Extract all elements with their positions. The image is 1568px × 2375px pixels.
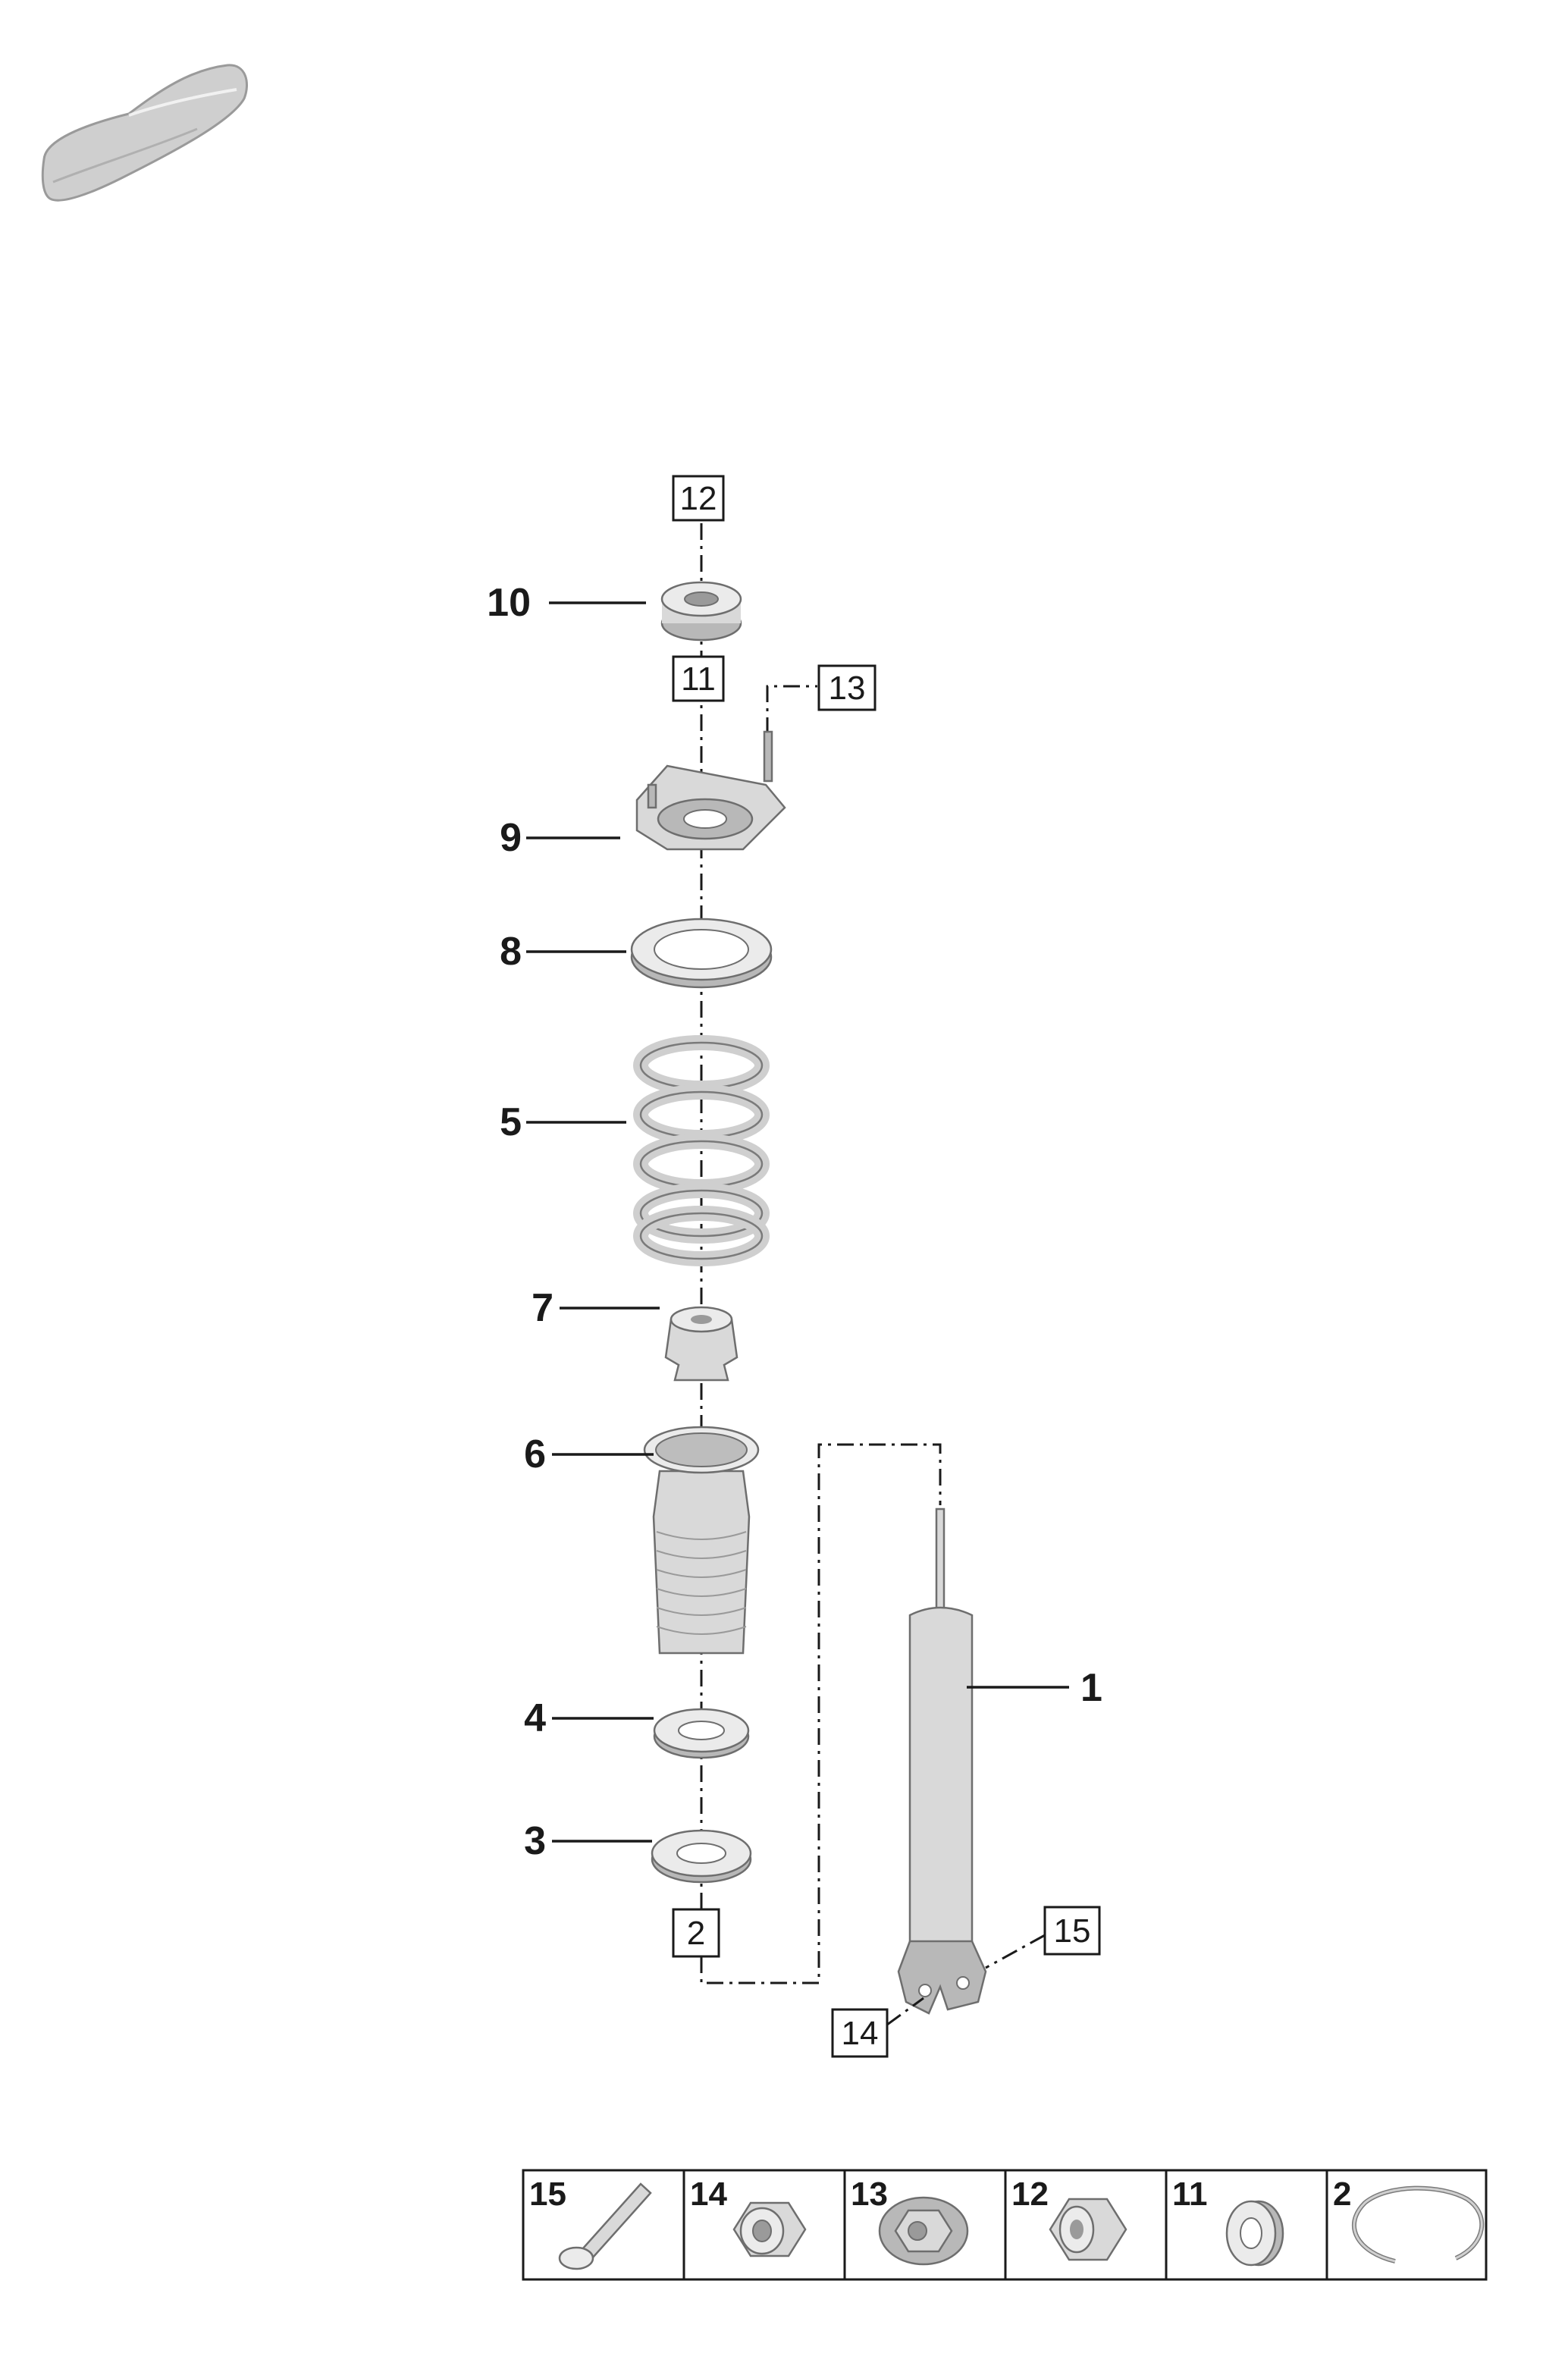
svg-text:14: 14: [690, 2176, 727, 2213]
svg-text:15: 15: [1054, 1912, 1091, 1950]
boxed-ref-14: 14: [831, 2008, 889, 2058]
svg-text:2: 2: [687, 1915, 705, 1952]
callout-5: 5: [500, 1100, 626, 1144]
svg-text:15: 15: [529, 2176, 566, 2213]
svg-text:4: 4: [524, 1696, 546, 1740]
svg-text:12: 12: [1011, 2176, 1049, 2213]
part-5-coil-spring-icon: [633, 1035, 770, 1266]
callout-7: 7: [532, 1286, 660, 1330]
callout-10: 10: [487, 581, 646, 625]
part-6-dust-boot-icon: [643, 1426, 760, 1655]
svg-text:6: 6: [524, 1432, 546, 1476]
part-3-washer-icon: [651, 1829, 752, 1884]
table-cell-13: 13: [851, 2176, 969, 2266]
svg-text:11: 11: [1172, 2176, 1208, 2213]
callout-8: 8: [500, 930, 626, 974]
hex-nut-flange-icon: [732, 2201, 807, 2257]
svg-text:13: 13: [851, 2176, 888, 2213]
boxed-ref-11: 11: [672, 655, 725, 702]
svg-text:14: 14: [842, 2015, 879, 2052]
callout-4: 4: [524, 1696, 654, 1740]
svg-text:12: 12: [680, 480, 717, 517]
table-cell-14: 14: [690, 2176, 807, 2257]
callout-1: 1: [967, 1666, 1102, 1710]
callout-3: 3: [524, 1819, 652, 1863]
table-cell-15: 15: [529, 2176, 652, 2270]
svg-text:5: 5: [500, 1100, 522, 1144]
svg-text:1: 1: [1080, 1666, 1102, 1710]
table-cell-2: 2: [1333, 2176, 1485, 2264]
snap-ring-icon: [1351, 2185, 1485, 2264]
washer-icon: [1225, 2200, 1284, 2267]
svg-text:11: 11: [681, 660, 716, 698]
hex-nut-icon: [1049, 2198, 1127, 2261]
svg-text:8: 8: [500, 930, 522, 974]
part-7-bump-stop-icon: [664, 1306, 739, 1382]
svg-text:9: 9: [500, 816, 522, 860]
ref-14-leader: [886, 1997, 924, 2026]
part-4-washer-icon: [653, 1708, 750, 1759]
svg-text:13: 13: [829, 670, 866, 707]
top-plate-stud-axis: [766, 685, 817, 766]
ref-15-leader: [985, 1934, 1046, 1969]
hex-nut-washer-icon: [878, 2196, 969, 2266]
table-cell-11: 11: [1172, 2176, 1284, 2267]
part-10-nut-icon: [660, 581, 742, 642]
svg-text:3: 3: [524, 1819, 546, 1863]
table-cell-12: 12: [1011, 2176, 1127, 2261]
boxed-ref-13: 13: [817, 664, 877, 711]
svg-text:7: 7: [532, 1286, 554, 1330]
boxed-ref-12: 12: [672, 475, 725, 522]
callout-9: 9: [500, 816, 620, 860]
svg-text:10: 10: [487, 581, 531, 625]
part-1-shock-absorber-icon: [897, 1508, 987, 2015]
bolt-icon: [558, 2182, 652, 2270]
svg-text:2: 2: [1333, 2176, 1351, 2213]
part-8-spring-seat-icon: [630, 918, 773, 989]
vehicle-silhouette-icon: [41, 64, 248, 202]
boxed-ref-2: 2: [672, 1908, 720, 1958]
part-9-top-mount-icon: [635, 730, 786, 851]
small-parts-table: 15 14 13 12: [522, 2169, 1488, 2281]
boxed-ref-15: 15: [1043, 1906, 1101, 1956]
callout-6: 6: [524, 1432, 654, 1476]
